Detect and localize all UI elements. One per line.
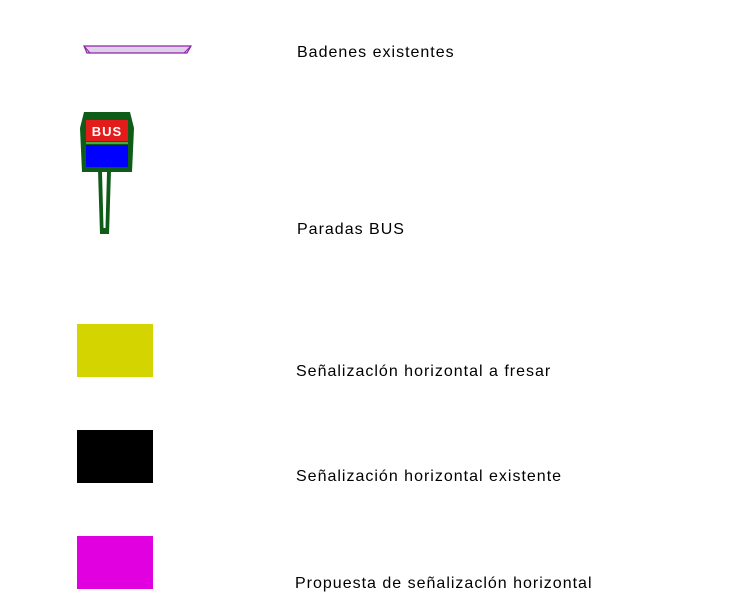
speed-bump-icon — [83, 45, 193, 54]
color-swatch-propuesta — [77, 536, 153, 589]
legend-label-existente: Señalización horizontal existente — [296, 468, 563, 485]
bus-sign-text: BUS — [92, 124, 122, 139]
color-swatch-existente — [77, 430, 153, 483]
legend-label-badenes: Badenes existentes — [297, 44, 455, 61]
legend-label-paradas-bus: Paradas BUS — [297, 221, 405, 238]
legend-label-propuesta: Propuesta de señalizaclón horizontal — [295, 575, 593, 592]
bus-stop-sign-icon: BUS — [80, 112, 134, 234]
legend-label-fresar: Señalizaclón horizontal a fresar — [296, 363, 552, 380]
color-swatch-fresar — [77, 324, 153, 377]
